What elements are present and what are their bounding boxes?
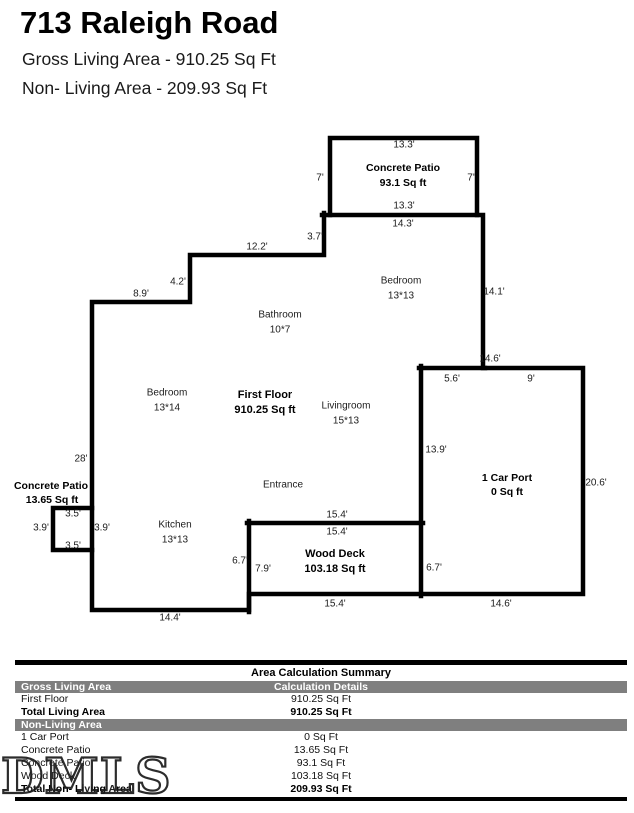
room-bedroom2-size: 13*14 (153, 402, 181, 414)
room-carport-name: 1 Car Port (481, 472, 533, 484)
wall-small-patio (50, 505, 95, 553)
row-value: 910.25 Sq Ft (290, 706, 352, 718)
dim-14-6-top: 14.6' (479, 353, 501, 365)
dim-6-7-left: 6.7' (232, 555, 248, 567)
wall-concrete-patio-top (327, 135, 480, 218)
room-carport-area: 0 Sq ft (490, 486, 524, 498)
dim-patio-bottom: 13.3' (393, 200, 415, 212)
column-calculation-details: Calculation Details (274, 681, 368, 693)
dim-3-5-bottom: 3.5' (65, 540, 81, 552)
dim-8-9: 8.9' (133, 288, 149, 300)
room-wood-deck-area: 103.18 Sq ft (304, 563, 366, 575)
row-value: 209.93 Sq Ft (290, 783, 352, 795)
row-label: Total Living Area (21, 706, 106, 718)
row-value: 910.25 Sq Ft (290, 693, 352, 705)
table-row: 1 Car Port 0 Sq Ft (15, 731, 627, 744)
room-concrete-patio-left-area: 13.65 Sq ft (25, 494, 79, 506)
dim-3-9-right: 3.9' (94, 522, 110, 534)
row-label: Wood Deck (21, 770, 76, 782)
dim-4-2: 4.2' (170, 276, 186, 288)
table-row: Concrete Patio 13.65 Sq Ft (15, 744, 627, 757)
dim-28: 28' (74, 453, 88, 465)
table-section-nonliving: Non-Living Area (15, 719, 627, 731)
dim-13-9: 13.9' (425, 444, 447, 456)
row-value: 0 Sq Ft (304, 731, 338, 743)
table-header-row: Gross Living Area Calculation Details (15, 681, 627, 693)
room-concrete-patio-top-name: Concrete Patio (365, 162, 441, 174)
table-row: Wood Deck 103.18 Sq Ft (15, 770, 627, 783)
table-row-total-living: Total Living Area 910.25 Sq Ft (15, 706, 627, 719)
row-label: 1 Car Port (21, 731, 69, 743)
table-title: Area Calculation Summary (251, 667, 391, 679)
page-title: 713 Raleigh Road (20, 5, 279, 40)
dim-3-9-left: 3.9' (33, 522, 49, 534)
dim-7-9: 7.9' (255, 563, 271, 575)
row-label: Total Non- Living Area (21, 783, 132, 795)
room-livingroom-size: 15*13 (332, 415, 360, 427)
table-bottom-border (15, 797, 627, 801)
dim-house-top: 14.3' (392, 218, 414, 230)
room-entrance-label: Entrance (262, 479, 304, 491)
area-calculation-summary-table: Area Calculation Summary Gross Living Ar… (15, 660, 627, 801)
room-concrete-patio-top-area: 93.1 Sq ft (379, 177, 427, 189)
room-bathroom-name: Bathroom (258, 309, 302, 321)
dim-15-4-below-deck: 15.4' (326, 526, 348, 538)
room-bedroom1-name: Bedroom (380, 275, 422, 287)
room-kitchen-size: 13*13 (161, 534, 189, 546)
room-first-floor-area: 910.25 Sq ft (234, 404, 296, 416)
dim-patio-left: 7' (316, 172, 324, 184)
dim-6-7-right: 6.7' (426, 562, 442, 574)
room-bathroom-size: 10*7 (269, 324, 291, 336)
room-bedroom2-name: Bedroom (146, 387, 188, 399)
dim-patio-top: 13.3' (393, 139, 415, 151)
row-value: 93.1 Sq Ft (296, 757, 346, 769)
dim-14-1: 14.1' (483, 286, 505, 298)
gross-living-area-line: Gross Living Area - 910.25 Sq Ft (22, 49, 276, 69)
room-wood-deck-name: Wood Deck (305, 548, 365, 560)
row-value: 103.18 Sq Ft (290, 770, 352, 782)
room-kitchen-name: Kitchen (158, 519, 192, 531)
room-first-floor-name: First Floor (237, 389, 293, 401)
dim-patio-right: 7' (467, 172, 475, 184)
section-non-living-area: Non-Living Area (21, 719, 102, 731)
dim-14-6-bottom: 14.6' (490, 598, 512, 610)
dim-15-4-bottom: 15.4' (324, 598, 346, 610)
row-value: 13.65 Sq Ft (293, 744, 349, 756)
dim-3-7: 3.7' (307, 231, 323, 243)
table-row: First Floor 910.25 Sq Ft (15, 693, 627, 706)
section-gross-living-area: Gross Living Area (21, 681, 112, 693)
table-top-border (15, 660, 627, 665)
room-livingroom-name: Livingroom (321, 400, 371, 412)
dim-14-4: 14.4' (159, 612, 181, 624)
dim-9: 9' (527, 373, 535, 385)
row-label: First Floor (21, 693, 69, 705)
table-row: Concrete Patio 93.1 Sq Ft (15, 757, 627, 770)
non-living-area-line: Non- Living Area - 209.93 Sq Ft (22, 78, 268, 98)
dim-15-4-above-deck: 15.4' (326, 509, 348, 521)
table-row-total-nonliving: Total Non- Living Area 209.93 Sq Ft (15, 783, 627, 796)
room-bedroom1-size: 13*13 (387, 290, 415, 302)
row-label: Concrete Patio (21, 744, 91, 756)
room-concrete-patio-left-name: Concrete Patio (13, 480, 89, 492)
dim-5-6: 5.6' (444, 373, 460, 385)
dim-3-5-top: 3.5' (65, 508, 81, 520)
row-label: Concrete Patio (21, 757, 91, 769)
dmls-watermark: DMLS (0, 747, 172, 805)
dim-12-2: 12.2' (246, 241, 268, 253)
dim-20-6: 20.6' (585, 477, 607, 489)
